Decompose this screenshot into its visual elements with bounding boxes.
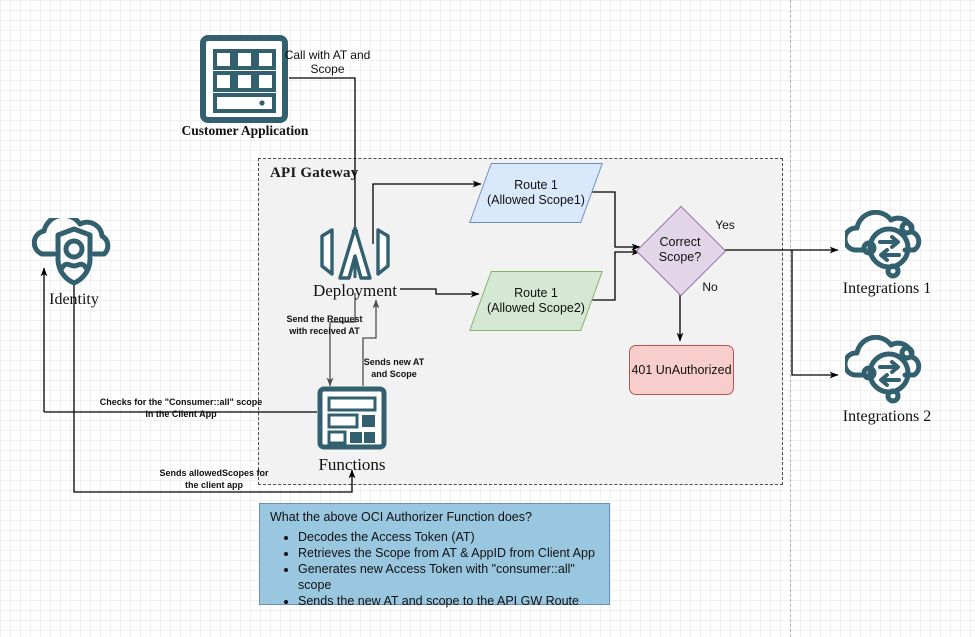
- oci-functions-icon: [317, 386, 387, 450]
- list-item: Generates new Access Token with "consume…: [298, 561, 601, 593]
- integrations-cloud-icon-2: [842, 334, 929, 407]
- route2-line2: (Allowed Scope2): [487, 301, 585, 315]
- info-callout-list: Decodes the Access Token (AT) Retrieves …: [268, 529, 601, 609]
- edge-identity-to-functions: [73, 285, 356, 493]
- api-gateway-label: API Gateway: [270, 165, 359, 181]
- edge-deployment-to-route2: [400, 288, 480, 298]
- unauthorized-box: 401 UnAuthorized: [629, 345, 734, 395]
- identity-cloud-icon: [31, 212, 117, 290]
- unauthorized-label: 401 UnAuthorized: [631, 363, 732, 377]
- info-callout: What the above OCI Authorizer Function d…: [259, 503, 610, 608]
- edge-label-yes: Yes: [715, 218, 735, 232]
- integrations2-caption: Integrations 2: [842, 408, 932, 425]
- decision-label: Correct Scope?: [636, 206, 724, 294]
- note-sends-allowed-scopes: Sends allowedScopes for the client app: [159, 468, 269, 490]
- edge-decision-yes-to-integrations2: [791, 250, 839, 379]
- functions-caption: Functions: [318, 455, 386, 474]
- route2-line1: Route 1: [514, 286, 558, 300]
- api-gateway-deployment-icon: [318, 222, 392, 284]
- integrations-cloud-icon: [842, 209, 929, 282]
- customer-application-caption: Customer Application: [181, 123, 309, 138]
- edge-label-call-with-at: Call with AT and Scope: [284, 48, 371, 76]
- route1-line1: Route 1: [514, 178, 558, 192]
- customer-application-icon: [200, 35, 288, 123]
- decision-line1: Correct: [659, 235, 701, 249]
- integrations1-caption: Integrations 1: [842, 280, 932, 297]
- info-callout-title: What the above OCI Authorizer Function d…: [270, 510, 532, 524]
- decision-line2: Scope?: [658, 250, 702, 264]
- note-sends-new-at: Sends new AT and Scope: [363, 357, 425, 379]
- list-item: Retrieves the Scope from AT & AppID from…: [298, 545, 601, 561]
- note-send-request: Send the Request with received AT: [286, 314, 363, 336]
- page-break-line: [790, 0, 791, 637]
- note-checks-scope: Checks for the "Consumer::all" scope in …: [99, 397, 263, 419]
- edge-customerapp-to-deployment: [289, 77, 359, 239]
- edge-functions-to-deployment: [362, 299, 380, 386]
- list-item: Decodes the Access Token (AT): [298, 529, 601, 545]
- edge-route2-to-decision: [592, 248, 641, 301]
- edge-deployment-to-route1: [372, 180, 482, 244]
- decision-correct-scope: Correct Scope?: [635, 205, 727, 297]
- identity-caption: Identity: [49, 291, 99, 308]
- route-allowed-scope1: Route 1 (Allowed Scope1): [469, 163, 603, 223]
- edge-deployment-to-functions: [326, 293, 356, 387]
- edge-route1-to-decision: [592, 191, 641, 251]
- route1-line2: (Allowed Scope1): [487, 193, 585, 207]
- edge-label-no: No: [702, 280, 718, 294]
- route-allowed-scope2: Route 1 (Allowed Scope2): [469, 271, 603, 331]
- deployment-caption: Deployment: [312, 281, 398, 300]
- list-item: Sends the new AT and scope to the API GW…: [298, 593, 601, 609]
